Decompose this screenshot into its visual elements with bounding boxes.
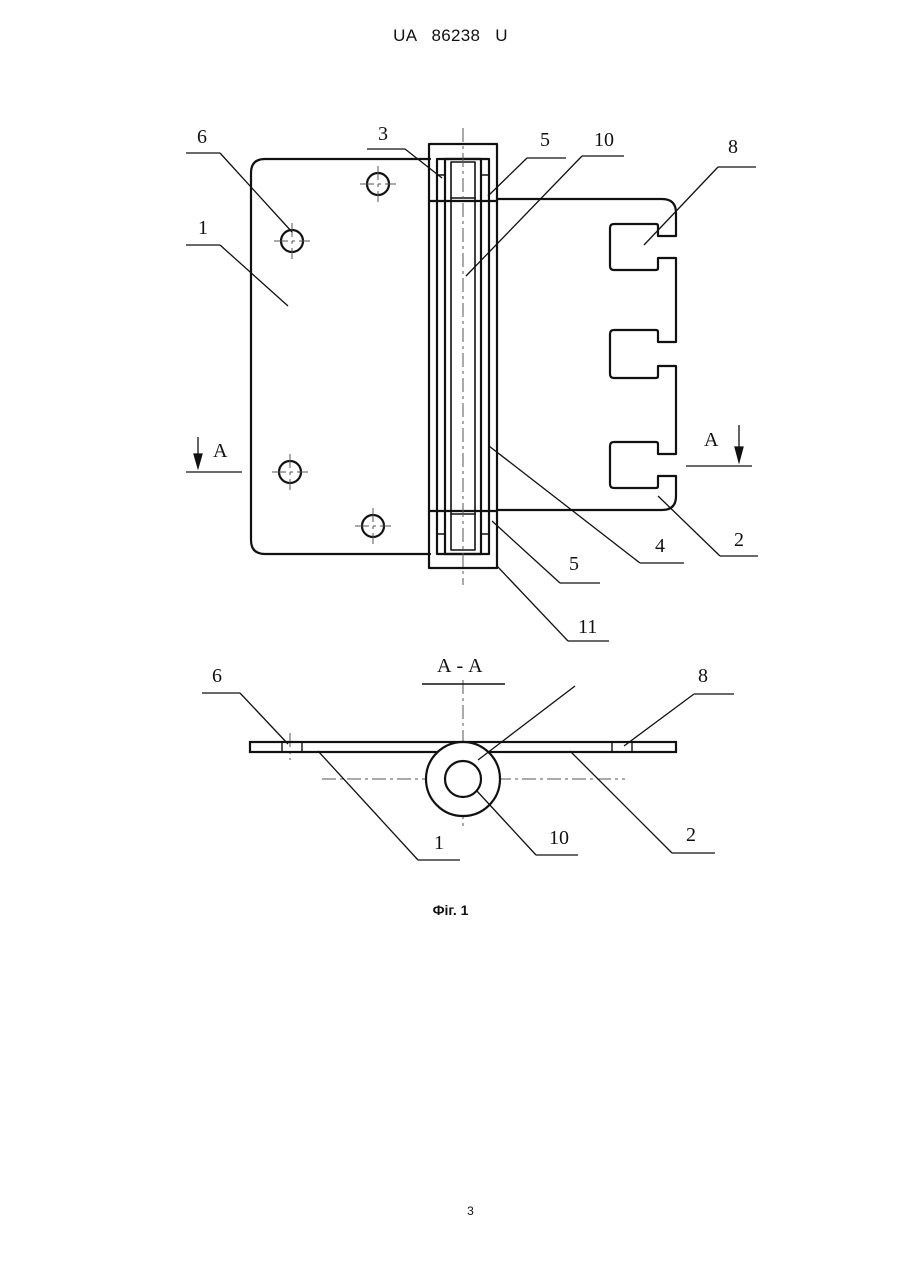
label-8-section: 8 [698, 665, 708, 687]
left-plate [251, 159, 430, 554]
label-2-section: 2 [686, 824, 696, 846]
label-10-section: 10 [549, 827, 569, 849]
page-number: 3 [0, 1204, 901, 1218]
label-2-top: 2 [734, 529, 744, 551]
section-title: А - А [437, 655, 483, 677]
label-10-top: 10 [594, 129, 614, 151]
section-marker-left: А [213, 440, 228, 462]
label-6-section: 6 [212, 665, 222, 687]
label-5-top: 5 [540, 129, 550, 151]
label-4: 4 [655, 535, 665, 557]
label-11: 11 [578, 616, 597, 638]
label-3: 3 [378, 123, 388, 145]
right-plate [497, 199, 676, 510]
figure-caption: Фіг. 1 [0, 902, 901, 918]
label-1: 1 [198, 217, 208, 239]
label-1-section: 1 [434, 832, 444, 854]
label-6: 6 [197, 126, 207, 148]
section-marker-right: А [704, 429, 719, 451]
section-pin [445, 761, 481, 797]
label-8-top: 8 [728, 136, 738, 158]
label-5-bottom: 5 [569, 553, 579, 575]
